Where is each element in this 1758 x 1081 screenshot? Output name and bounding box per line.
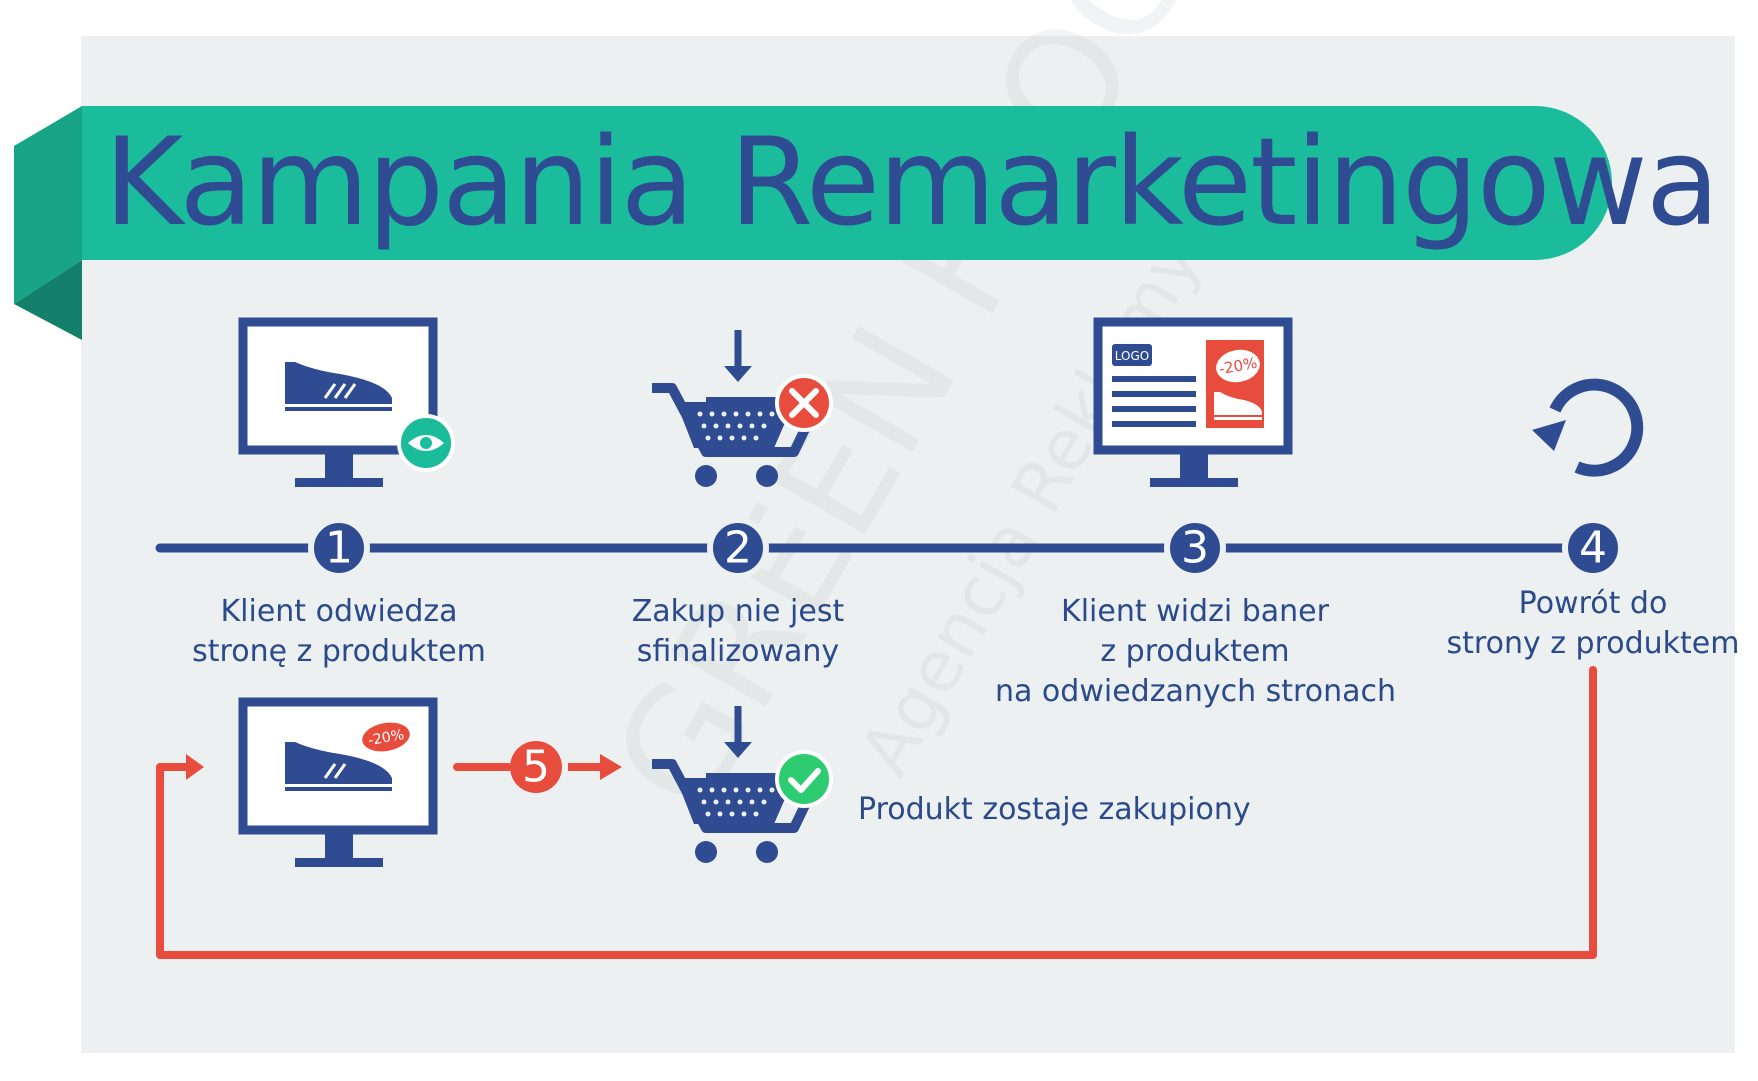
step-1-number: 1 — [325, 523, 353, 574]
step-2-line-1: Zakup nie jest — [631, 594, 845, 629]
step-3-line-3: na odwiedzanych stronach — [995, 674, 1396, 709]
monitor-promo-icon: -20% — [238, 697, 438, 867]
step-3-marker: 3 — [1164, 517, 1226, 579]
step-3-line-2: z produktem — [1100, 634, 1290, 669]
promo-shoe-icon — [285, 742, 392, 784]
return-loop-arrow — [156, 666, 1597, 959]
step-5-number: 5 — [522, 742, 550, 793]
step-1-label: Klient odwiedza stronę z produktem — [189, 592, 489, 672]
step-5-connector: 5 — [453, 741, 622, 793]
step-2-line-2: sfinalizowany — [636, 634, 840, 669]
promo-badge: -20% — [367, 727, 405, 749]
monitor-shoe-eye-icon — [238, 317, 455, 487]
step-4-line-1: Powrót do — [1518, 586, 1668, 621]
step-4-number: 4 — [1579, 523, 1607, 574]
ribbon-fold-bottom — [14, 260, 82, 340]
step-1-marker: 1 — [308, 517, 370, 579]
check-icon — [775, 750, 833, 808]
banner-logo: LOGO — [1115, 349, 1149, 363]
step-2-number: 2 — [724, 523, 752, 574]
shoe-icon — [285, 362, 392, 411]
step-2-marker: 2 — [707, 517, 769, 579]
cart-cancel-icon — [652, 330, 833, 487]
banner-logo-box — [1112, 344, 1152, 366]
title-ribbon — [14, 106, 1612, 340]
step-4-label: Powrót do strony z produktem — [1443, 584, 1743, 664]
cart-check-icon — [652, 706, 833, 863]
step-4-marker: 4 — [1562, 517, 1624, 579]
final-label: Produkt zostaje zakupiony — [858, 792, 1251, 827]
arrow-right-icon — [600, 754, 622, 780]
step-1-line-1: Klient odwiedza — [220, 594, 458, 629]
step-3-label: Klient widzi baner z produktem na odwied… — [995, 592, 1396, 712]
eye-icon — [397, 414, 455, 472]
timeline: 1 2 3 4 — [155, 517, 1624, 579]
banner-shoe-icon — [1214, 392, 1262, 415]
ribbon-fold-top — [14, 106, 82, 304]
monitor-banner-icon: LOGO -20% — [1093, 317, 1293, 487]
step-2-label: Zakup nie jest sfinalizowany — [588, 592, 888, 672]
refresh-icon — [1532, 378, 1644, 477]
step-3-line-1: Klient widzi baner — [1061, 594, 1329, 629]
step-4-line-2: strony z produktem — [1446, 626, 1740, 661]
close-icon — [775, 374, 833, 432]
step-3-number: 3 — [1181, 523, 1209, 574]
step-1-line-2: stronę z produktem — [192, 634, 486, 669]
page-title: Kampania Remarketingowa — [104, 112, 1720, 253]
ribbon-band — [82, 106, 1612, 260]
